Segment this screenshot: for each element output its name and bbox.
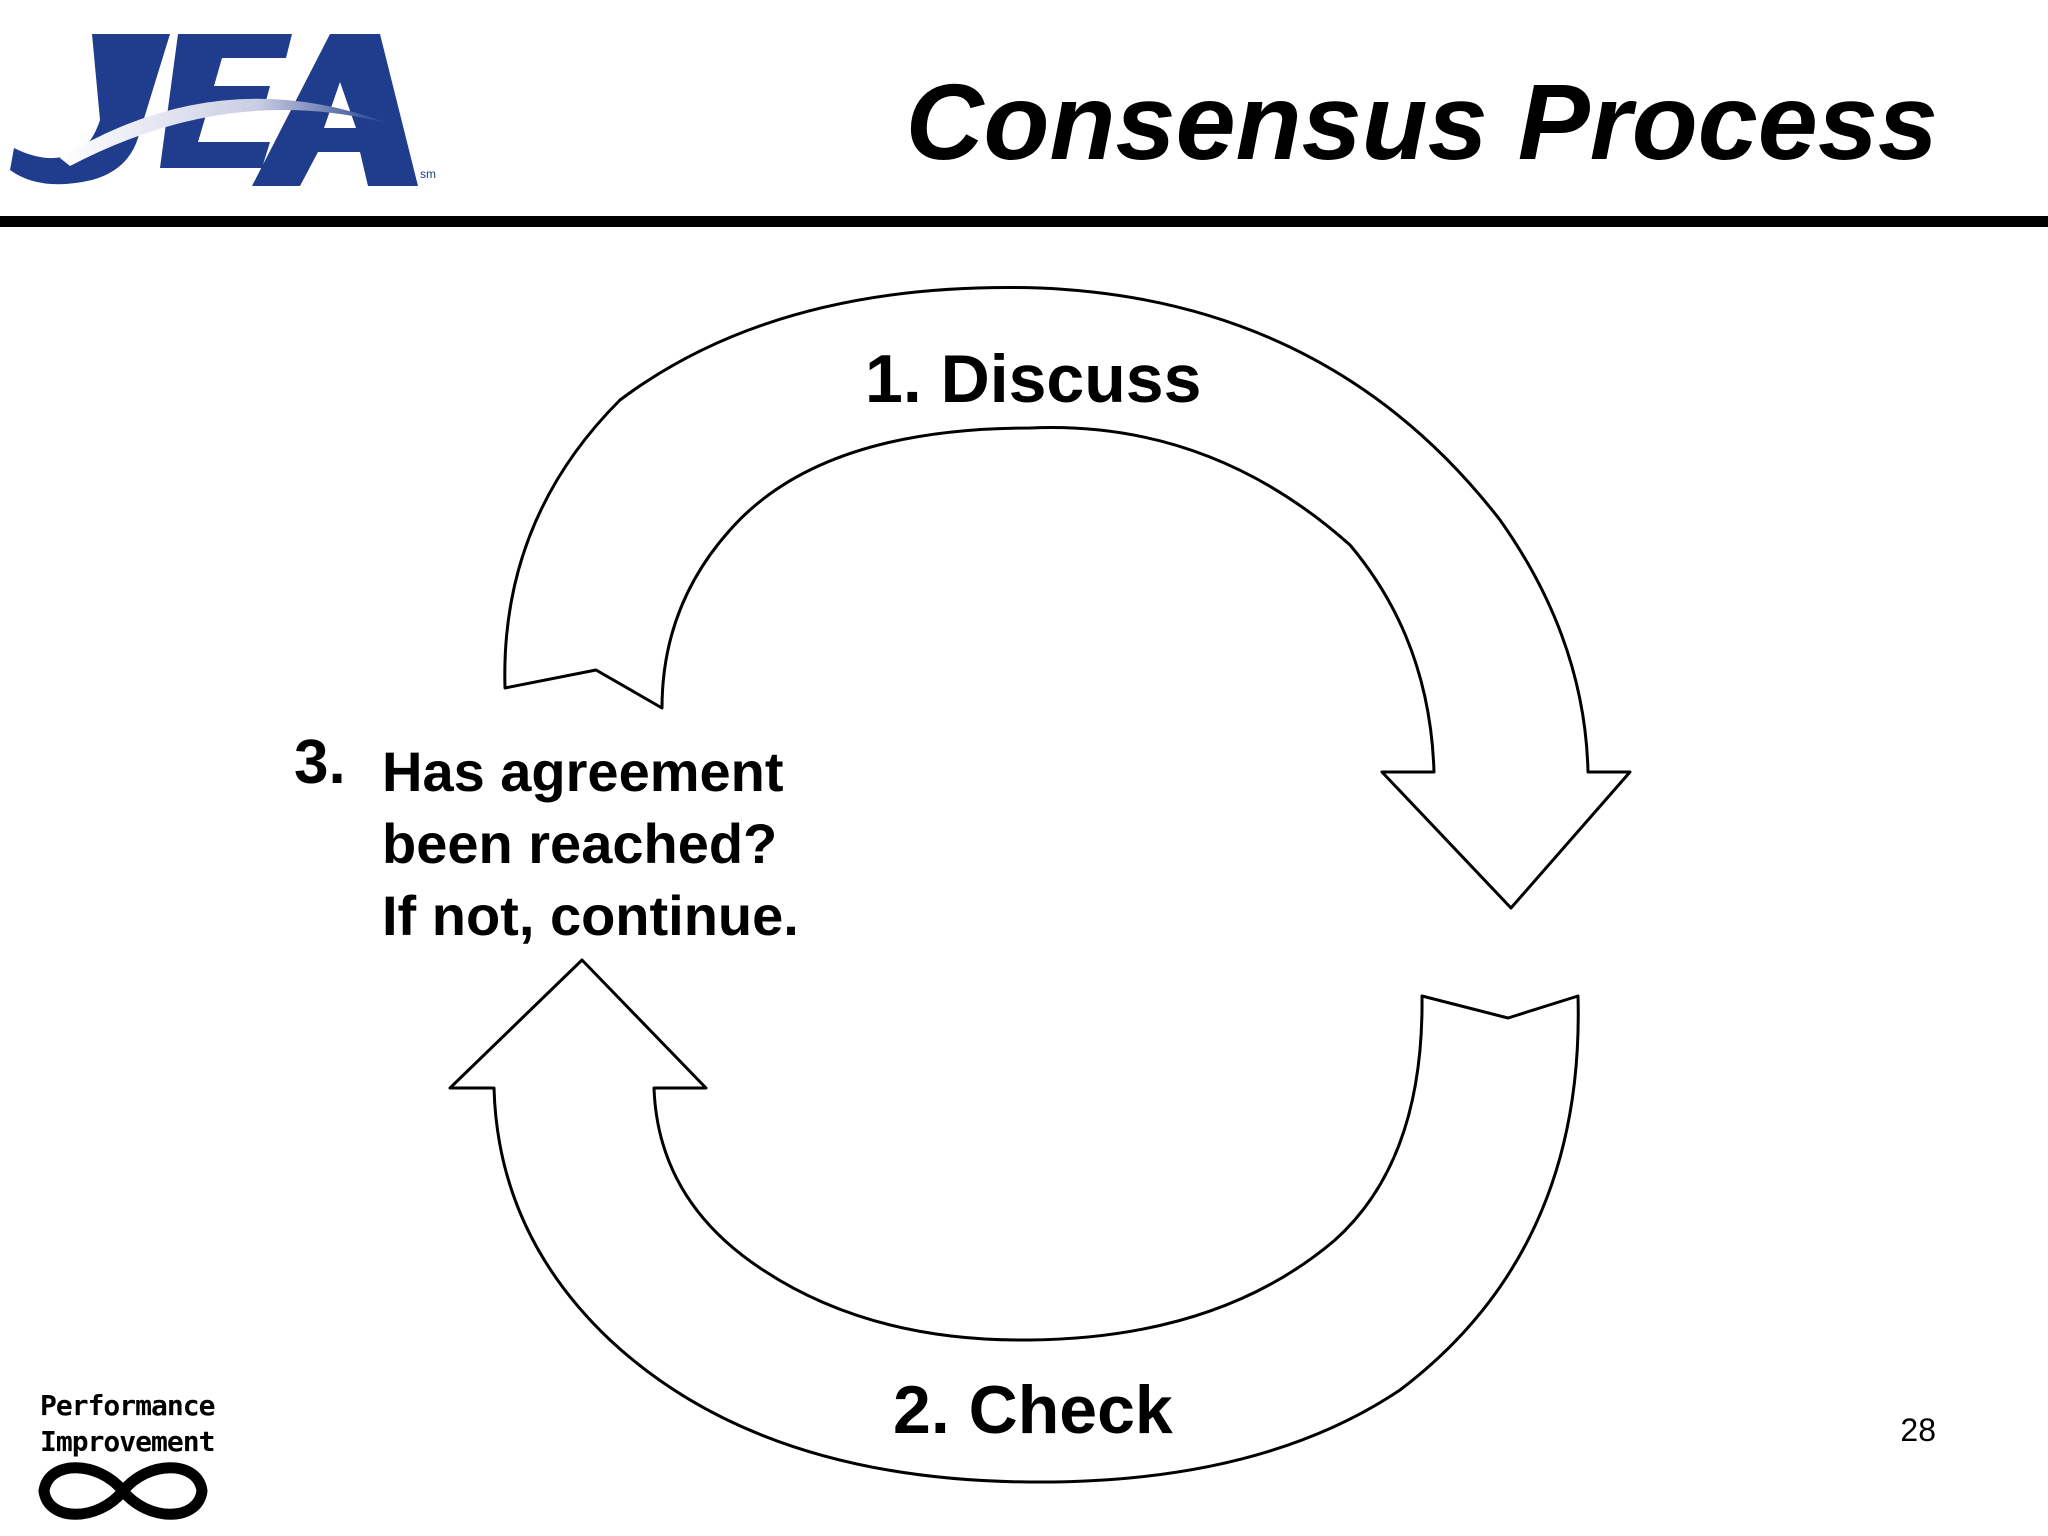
jea-logo: sm: [10, 34, 436, 186]
step-three-question: Has agreement been reached? If not, cont…: [382, 736, 799, 952]
pi-logo-line: Improvement: [40, 1425, 215, 1458]
question-line: Has agreement: [382, 740, 784, 803]
logo-service-mark: sm: [420, 167, 436, 181]
arrow-check-to-question: [448, 958, 1580, 1484]
performance-improvement-logo: Performance Improvement: [28, 1388, 228, 1528]
infinity-icon: [38, 1462, 208, 1520]
question-line: been reached?: [382, 812, 778, 875]
pi-logo-line: Performance: [40, 1389, 215, 1422]
step-three-number: 3.: [294, 728, 346, 797]
step-check-label: 2. Check: [893, 1372, 1173, 1448]
page-number: 28: [1900, 1412, 1936, 1448]
question-line: If not, continue.: [382, 884, 799, 947]
header-divider: [0, 216, 2048, 227]
step-discuss-label: 1. Discuss: [865, 341, 1202, 417]
page-title: Consensus Process: [905, 61, 1938, 182]
arrow-discuss-to-check: [503, 286, 1632, 910]
